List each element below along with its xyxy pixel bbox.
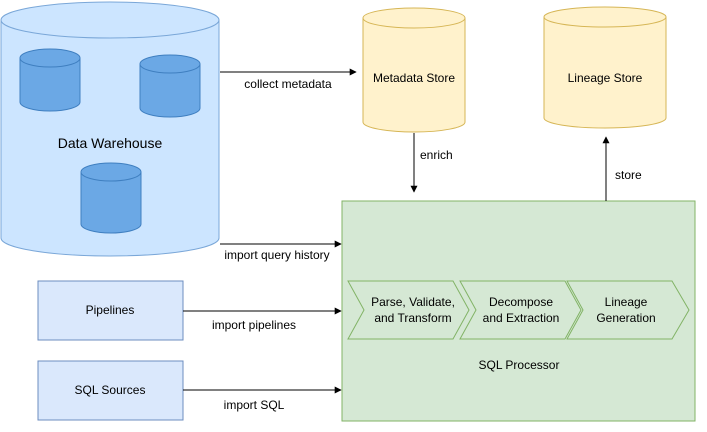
edge-enrich: enrich xyxy=(410,133,453,193)
database-icon xyxy=(139,54,201,118)
pipelines-label: Pipelines xyxy=(86,303,135,317)
edge-collect-metadata: collect metadata xyxy=(220,68,357,91)
lineage-store-label: Lineage Store xyxy=(568,71,643,85)
edge-store: store xyxy=(602,136,642,201)
edge-label: enrich xyxy=(420,148,453,162)
metadata-store-node: Metadata Store xyxy=(362,7,466,133)
lineage-store-node: Lineage Store xyxy=(543,6,667,129)
edge-import-pipelines: import pipelines xyxy=(183,307,342,332)
edge-label: collect metadata xyxy=(244,77,332,91)
edge-label: import pipelines xyxy=(212,318,296,332)
step-label: Decompose xyxy=(489,295,553,309)
step-lineage-generation: Lineage Generation xyxy=(566,280,690,340)
step-label: and Transform xyxy=(374,311,451,325)
step-decompose-extraction: Decompose and Extraction xyxy=(459,280,582,340)
step-label: and Extraction xyxy=(483,311,560,325)
step-label: Parse, Validate, xyxy=(371,295,455,309)
database-icon xyxy=(19,48,81,112)
edge-import-query-history: import query history xyxy=(220,240,342,262)
sql-sources-label: SQL Sources xyxy=(75,383,146,397)
metadata-store-label: Metadata Store xyxy=(373,71,455,85)
step-label: Generation xyxy=(596,311,655,325)
edge-label: import SQL xyxy=(224,398,285,412)
edge-label: store xyxy=(615,168,642,182)
sql-sources-node: SQL Sources xyxy=(37,360,184,421)
data-warehouse-label: Data Warehouse xyxy=(58,135,163,151)
edge-label: import query history xyxy=(224,248,329,262)
step-label: Lineage xyxy=(605,295,648,309)
sql-processor-node: SQL Processor Parse, Validate, and Trans… xyxy=(341,200,696,422)
edge-import-sql: import SQL xyxy=(183,386,342,412)
sql-processor-label: SQL Processor xyxy=(479,358,560,372)
pipelines-node: Pipelines xyxy=(37,280,184,341)
data-warehouse-node: Data Warehouse xyxy=(0,1,220,257)
step-parse-validate-transform: Parse, Validate, and Transform xyxy=(347,280,470,340)
database-icon xyxy=(80,162,142,234)
